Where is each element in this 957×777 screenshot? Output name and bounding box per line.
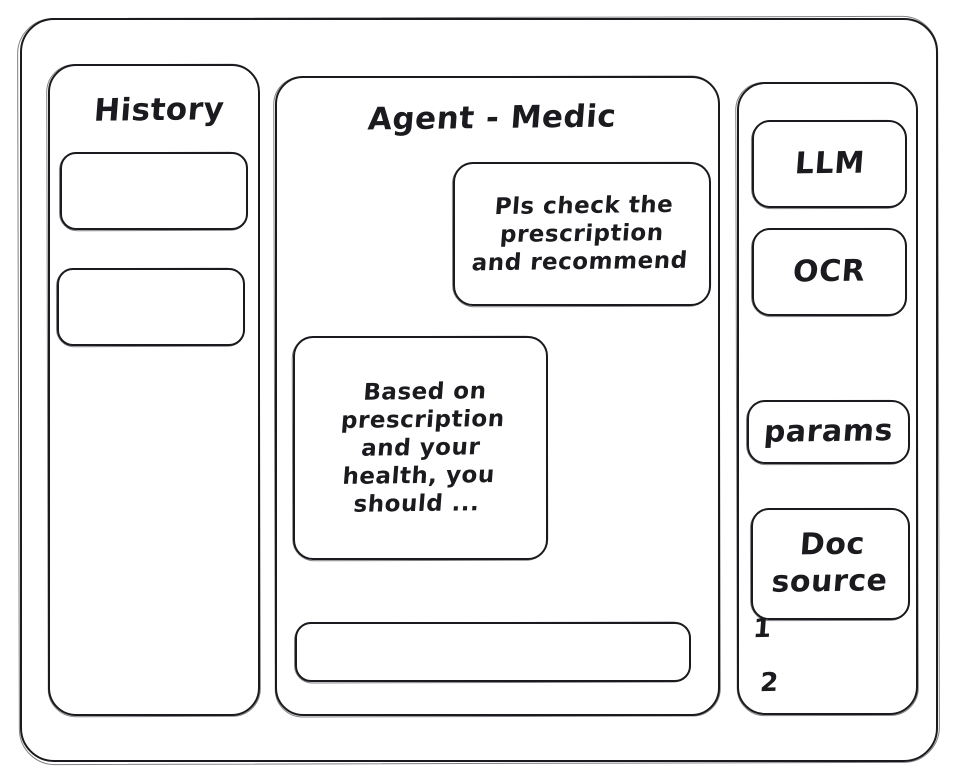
doc-source-entry-2[interactable]: 2 [758, 667, 780, 699]
tool-card-ocr[interactable]: OCR [752, 228, 907, 316]
tool-card-ocr-label: OCR [792, 253, 867, 290]
message-input[interactable] [295, 622, 691, 682]
tool-card-llm[interactable]: LLM [752, 120, 907, 208]
doc-source-card[interactable]: Doc source [751, 508, 910, 620]
history-item-1[interactable] [60, 152, 248, 230]
user-message-bubble: Pls check the prescription and recommend [453, 162, 711, 306]
history-item-2[interactable] [57, 268, 245, 346]
params-card[interactable]: params [747, 400, 910, 464]
tool-card-llm-label: LLM [793, 145, 866, 182]
assistant-message-text: Based on prescription and your health, y… [339, 378, 506, 518]
tools-panel [737, 82, 918, 715]
history-panel-title: History [92, 91, 226, 129]
assistant-message-bubble: Based on prescription and your health, y… [293, 336, 548, 560]
user-message-text: Pls check the prescription and recommend [470, 191, 689, 277]
doc-source-entry-1[interactable]: 1 [751, 613, 773, 645]
history-panel [48, 64, 260, 716]
app-window-frame [20, 18, 938, 762]
doc-source-card-label: Doc source [769, 527, 889, 600]
agent-main-panel [275, 76, 720, 716]
agent-title: Agent - Medic [366, 98, 618, 138]
params-card-label: params [762, 412, 895, 450]
